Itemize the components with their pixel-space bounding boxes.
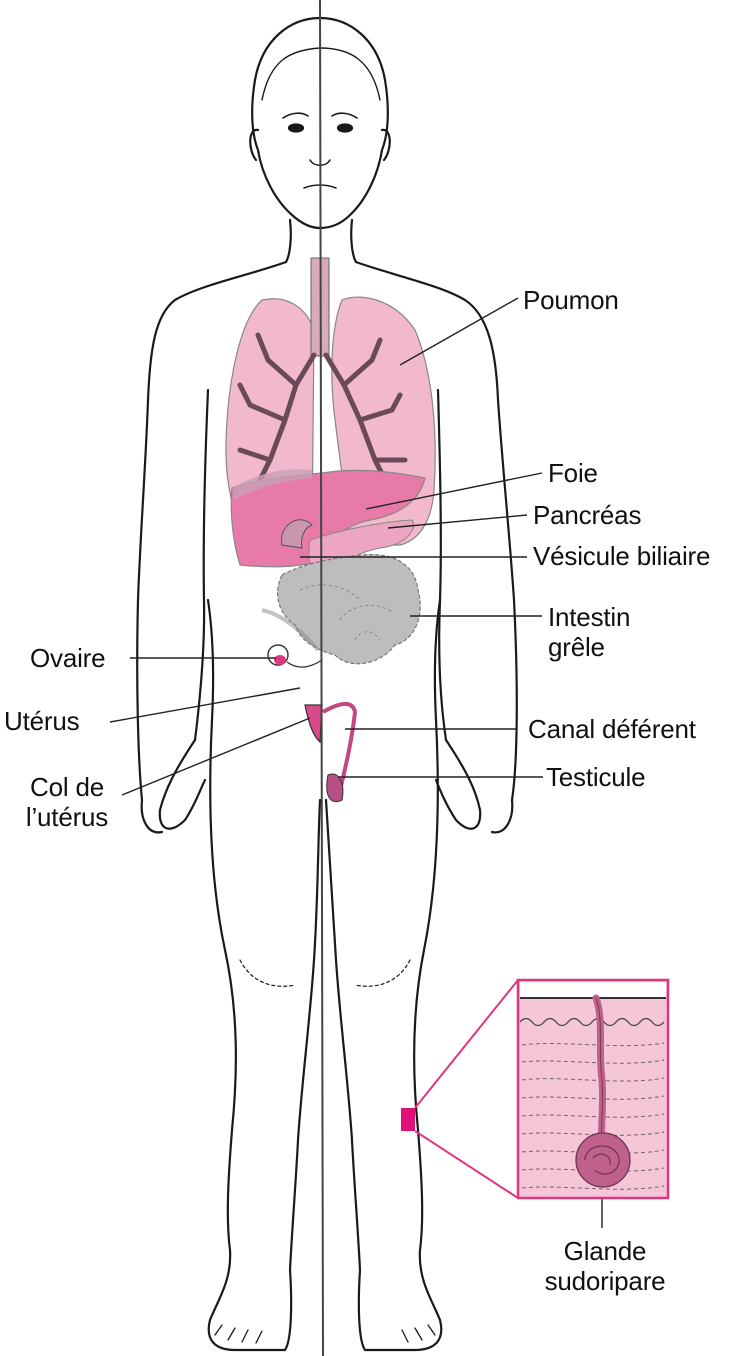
label-poumon: Poumon (523, 285, 619, 315)
testicle (326, 773, 344, 802)
small-intestine (277, 553, 421, 665)
vas-deferens (321, 702, 358, 791)
label-pancreas: Pancréas (533, 500, 642, 530)
label-intestin-line1: Intestin (548, 602, 631, 632)
label-glande-line2: sudoripare (544, 1266, 666, 1296)
label-col-line1: Col de (30, 772, 104, 802)
diaphragm-region (232, 469, 312, 500)
liver (230, 469, 426, 568)
skin-marker (401, 1108, 415, 1131)
sweat-duct-outline (595, 997, 604, 1151)
bronchi (237, 332, 408, 493)
label-glande-sudoripare: Glande sudoripare (540, 1236, 670, 1296)
label-col-line2: l’utérus (25, 802, 109, 832)
sweat-gland-inset (401, 978, 670, 1200)
label-canal-deferent: Canal déférent (528, 714, 696, 744)
label-col-uterus: Col de l’utérus (12, 772, 122, 832)
midline (319, 0, 324, 1356)
gallbladder (281, 519, 313, 549)
sweat-gland-coil (575, 1132, 631, 1188)
label-foie: Foie (548, 458, 598, 488)
label-glande-line1: Glande (563, 1236, 647, 1266)
colon (261, 608, 320, 652)
intestine-loops (299, 584, 393, 641)
label-vesicule-biliaire: Vésicule biliaire (533, 541, 711, 571)
label-intestin-line2: grêle (548, 632, 605, 662)
body-outline (136, 16, 518, 1352)
label-ovaire: Ovaire (30, 643, 106, 673)
fallopian-tube (286, 659, 323, 668)
label-testicule: Testicule (546, 762, 646, 792)
ovary (274, 655, 286, 665)
label-intestin-grele: Intestin grêle (548, 602, 630, 662)
uterus (304, 704, 323, 744)
label-uterus: Utérus (4, 706, 80, 736)
